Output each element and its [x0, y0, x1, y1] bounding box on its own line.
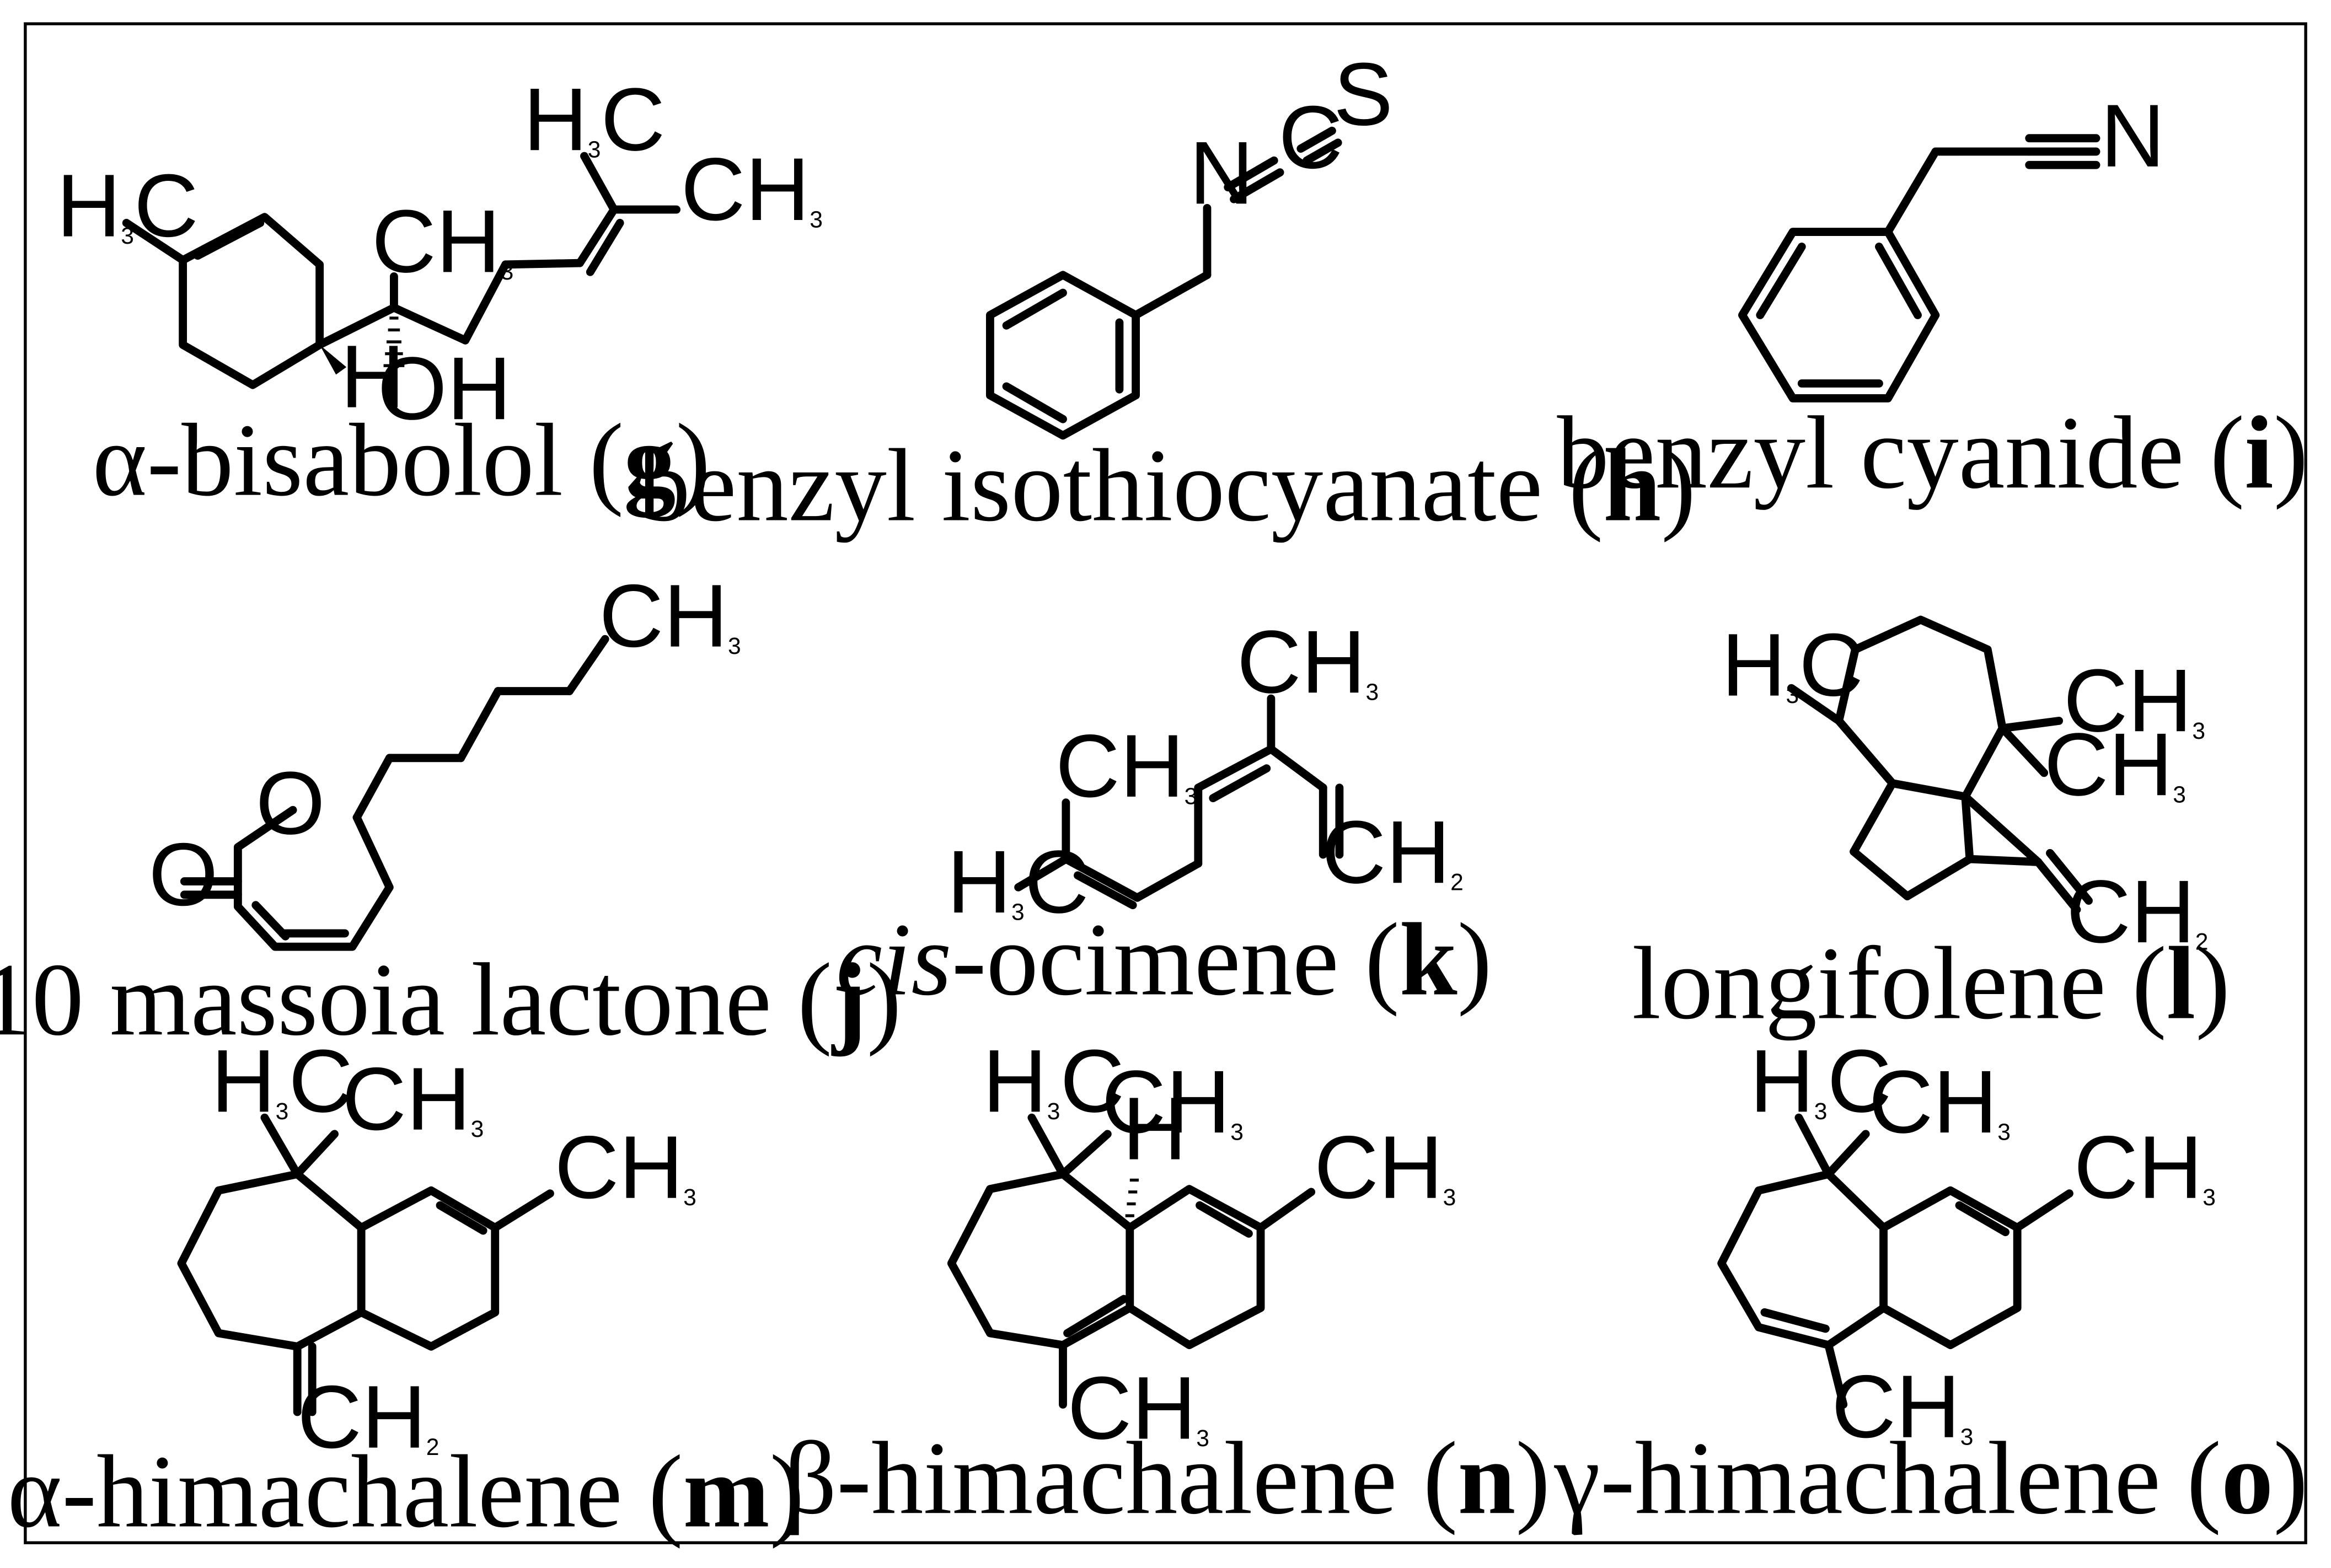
- atom-label: CH3: [342, 1050, 484, 1149]
- hash-bond: [383, 316, 405, 367]
- atom-label: CH3: [1237, 613, 1379, 712]
- structure-j: O O CH3 C10 massoia lactone (j): [0, 567, 902, 1057]
- atom-label: C: [1278, 88, 1343, 187]
- caption-g: α-bisabolol (g): [93, 402, 711, 518]
- atom-label: S: [1333, 45, 1393, 144]
- atom-label: H3C: [523, 70, 665, 169]
- atom-label: CH3: [1068, 1358, 1209, 1458]
- caption-n: β-himachalene (n): [784, 1420, 1550, 1535]
- atom-label: H3C: [947, 833, 1089, 932]
- structure-g: H3C CH3 H3C CH3 H OH α-bisabolol (g): [56, 70, 823, 518]
- atom-label: CH3: [1055, 717, 1197, 816]
- atom-label: CH3: [599, 567, 741, 666]
- caption-m: α-himachalene (m): [7, 1434, 804, 1549]
- hash-bond: [1125, 1178, 1139, 1217]
- atom-label: CH3: [2064, 651, 2205, 750]
- atom-label: CH2: [297, 1368, 439, 1467]
- caption-j: C10 massoia lactone (j): [0, 942, 902, 1057]
- structure-i: N benzyl cyanide (i): [1557, 87, 2308, 510]
- figure-border: [24, 22, 2307, 1544]
- structure-n: H3C CH3 H CH3 CH3 β-himachalene (n): [784, 1032, 1550, 1535]
- wedge-bond: [319, 345, 347, 375]
- caption-l: longifolene (l): [1632, 926, 2230, 1041]
- atom-label: H3C: [983, 1032, 1124, 1131]
- atom-label: CH3: [1831, 1357, 1973, 1457]
- atom-label: H: [1122, 1080, 1187, 1179]
- atom-label: CH3: [372, 192, 513, 291]
- atom-label: O: [256, 754, 325, 853]
- atom-label: H3C: [211, 1032, 353, 1131]
- atom-label: CH3: [1314, 1118, 1456, 1217]
- structure-h: N C S benzyl isothiocyanate (h): [638, 45, 1696, 543]
- caption-i: benzyl cyanide (i): [1557, 395, 2308, 510]
- caption-h: benzyl isothiocyanate (h): [638, 428, 1696, 543]
- atom-label: CH2: [1322, 803, 1464, 902]
- atom-label: N: [2100, 87, 2165, 186]
- atom-label: CH2: [2066, 862, 2208, 962]
- structure-m: H3C CH3 CH3 CH2 α-himachalene (m): [7, 1032, 804, 1549]
- atom-label: H: [340, 327, 405, 427]
- caption-k: cis-ocimene (k): [836, 901, 1492, 1017]
- atom-label: CH3: [681, 140, 823, 239]
- atom-label: H3C: [1722, 616, 1863, 715]
- structure-k: CH3 CH3 H3C CH2 cis-ocimene (k): [836, 613, 1492, 1017]
- caption-o: γ-himachalene (o): [1553, 1420, 2308, 1535]
- structure-o: H3C CH3 CH3 CH3 γ-himachalene (o): [1553, 1032, 2308, 1535]
- atom-label: N: [1189, 123, 1254, 223]
- atom-label: CH3: [2074, 1118, 2216, 1217]
- structure-l: H3C CH3 CH3 CH2 longifolene (l): [1632, 616, 2230, 1041]
- atom-label: CH3: [1869, 1053, 2011, 1152]
- atom-label: H3C: [56, 157, 198, 256]
- atom-label: CH3: [2044, 715, 2186, 814]
- atom-label: CH3: [1102, 1053, 1244, 1152]
- atom-label: CH3: [555, 1118, 696, 1217]
- atom-label: OH: [378, 339, 512, 438]
- atom-label: H3C: [1750, 1032, 1891, 1131]
- atom-label: O: [149, 825, 218, 925]
